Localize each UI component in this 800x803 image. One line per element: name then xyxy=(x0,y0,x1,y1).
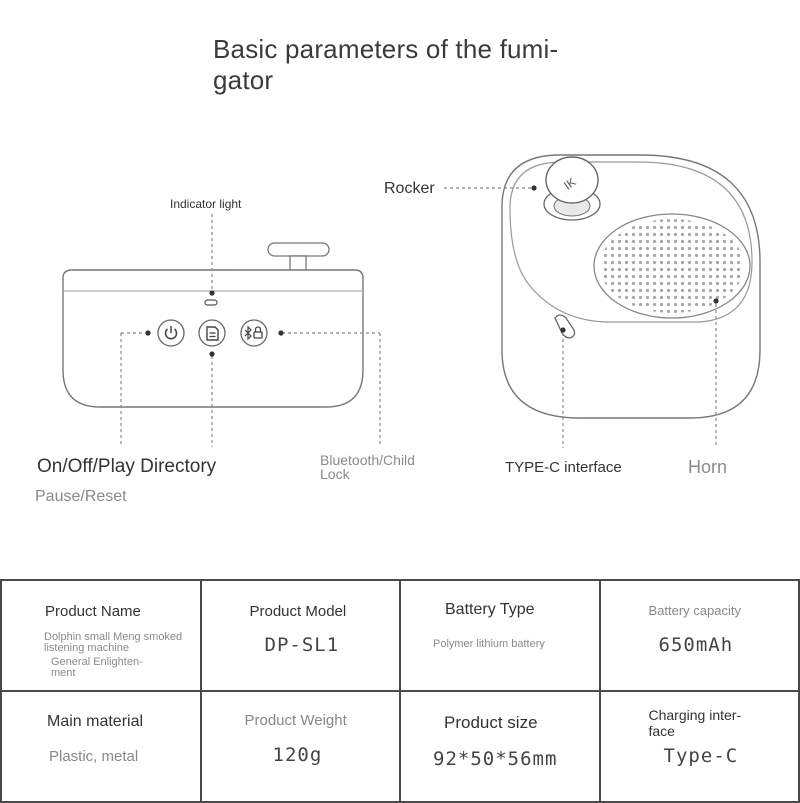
label-on-off-play: On/Off/Play Directory xyxy=(37,456,217,477)
leader-lines-front xyxy=(120,214,381,447)
spec-cell-product-size: Product size 92*50*56mm xyxy=(399,690,601,803)
spec-table: Product Name Dolphin small Meng smoked l… xyxy=(0,579,800,803)
label-pause-reset: Pause/Reset xyxy=(35,488,127,505)
spec-label: Product Name xyxy=(45,603,141,620)
spec-cell-battery-capacity: Battery capacity 650mAh xyxy=(598,579,800,692)
table-row: Product Name Dolphin small Meng smoked l… xyxy=(0,579,800,692)
label-rocker: Rocker xyxy=(384,180,435,197)
spec-value: General Enlighten- xyxy=(51,656,143,668)
spec-cell-charging-interface: Charging inter- face Type-C xyxy=(598,690,800,803)
spec-cell-product-weight: Product Weight 120g xyxy=(199,690,401,803)
spec-label: Main material xyxy=(47,713,144,730)
leader-dots-perspective xyxy=(531,185,719,333)
table-row: Main material Plastic, metal Product Wei… xyxy=(0,690,800,803)
device-perspective-view xyxy=(501,154,761,419)
spec-label: Charging inter- face xyxy=(648,707,742,739)
spec-cell-product-name: Product Name Dolphin small Meng smoked l… xyxy=(0,579,202,692)
spec-cell-battery-type: Battery Type Polymer lithium battery xyxy=(399,579,601,692)
leader-dots-front xyxy=(145,290,284,357)
spec-label: Battery capacity xyxy=(648,603,742,618)
bluetooth-lock-icon xyxy=(244,325,263,341)
power-icon xyxy=(164,326,178,340)
label-type-c-interface: TYPE-C interface xyxy=(505,459,622,476)
spec-value: listening machine xyxy=(44,642,129,654)
directory-icon xyxy=(206,326,219,341)
spec-value: Polymer lithium battery xyxy=(433,638,545,650)
spec-label: Product size xyxy=(444,713,538,732)
label-bluetooth-child-lock: Bluetooth/Child Lock xyxy=(320,452,415,482)
spec-value: Dolphin small Meng smoked xyxy=(44,631,183,643)
spec-value: 650mAh xyxy=(658,634,734,656)
spec-label: Battery Type xyxy=(445,601,535,618)
spec-cell-main-material: Main material Plastic, metal xyxy=(0,690,202,803)
spec-label: Product Model xyxy=(249,603,347,620)
page-title: Basic parameters of the fumi- gator xyxy=(213,34,559,95)
spec-label: Product Weight xyxy=(244,712,347,729)
spec-value: Plastic, metal xyxy=(49,748,139,765)
spec-value: 92*50*56mm xyxy=(433,748,558,770)
spec-value: 120g xyxy=(272,744,323,766)
label-indicator-light: Indicator light xyxy=(170,197,242,211)
product-diagram: IK xyxy=(62,154,761,448)
spec-value: ment xyxy=(51,667,76,679)
device-front-view xyxy=(62,242,364,408)
leader-lines-perspective xyxy=(444,187,717,448)
spec-cell-product-model: Product Model DP-SL1 xyxy=(199,579,401,692)
spec-value: DP-SL1 xyxy=(264,634,340,656)
label-horn: Horn xyxy=(688,457,728,477)
spec-value: Type-C xyxy=(663,745,739,767)
